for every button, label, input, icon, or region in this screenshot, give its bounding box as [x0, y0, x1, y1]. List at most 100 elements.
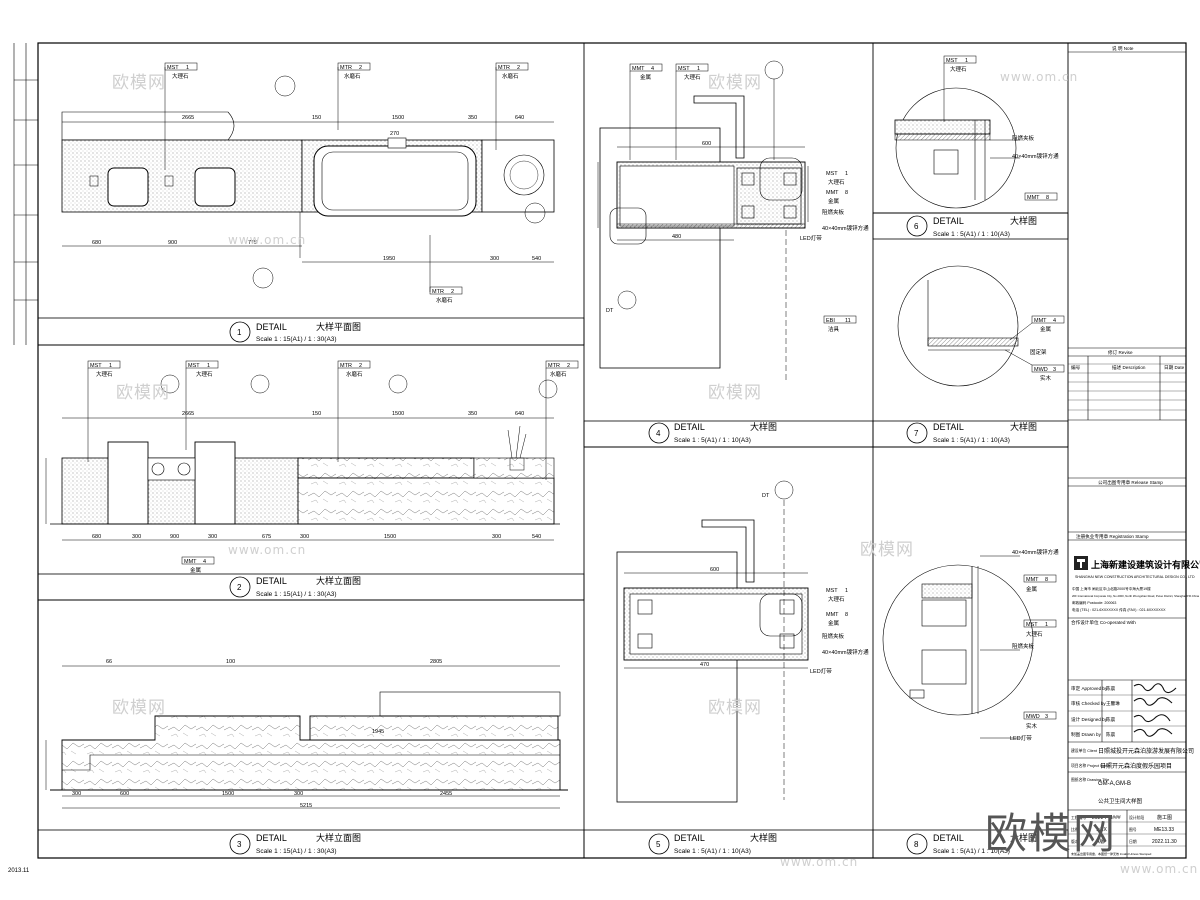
- tb-name: 陈晨: [1106, 731, 1116, 738]
- material-code: MMT: [826, 612, 839, 618]
- watermark-large: 欧模网: [985, 809, 1118, 858]
- tb-stamp-note: 未加盖出图专用章，本图纸一律无效 Invalid Unless Stamped: [1071, 851, 1152, 856]
- material-code: MST: [826, 171, 838, 177]
- material-code: MTR: [340, 363, 352, 369]
- material-code: MMT: [1034, 318, 1047, 324]
- dim: 270: [390, 131, 399, 137]
- material-num: 8: [1045, 577, 1048, 583]
- material-label: 金属: [190, 566, 201, 574]
- tb-sheet-label: 图号: [1129, 827, 1137, 832]
- dim: 150: [312, 115, 321, 121]
- detail-num: 2: [237, 583, 242, 592]
- material-code: MWD: [1026, 714, 1040, 720]
- note: 阻燃夹板: [1012, 642, 1035, 650]
- note: 固定架: [1030, 348, 1047, 356]
- dim: 2805: [430, 659, 442, 665]
- dim: 300: [300, 534, 309, 540]
- tb-client-label: 建设单位 Client: [1071, 748, 1098, 753]
- note: 40×40mm镀锌方通: [1012, 548, 1059, 556]
- dim: 2665: [182, 115, 194, 121]
- tb-registration: 注册执业专用章 Registration Stamp: [1076, 533, 1149, 540]
- detail-scale: Scale 1 : 5(A1) / 1 : 10(A3): [933, 437, 1010, 444]
- dim: 1950: [383, 256, 395, 262]
- tb-cooperated: 合作设计单位 Co-operated With: [1071, 619, 1136, 626]
- tb-project-label: 项目名称 Project Name: [1071, 763, 1110, 768]
- tb-notes: 说 明 Note: [1112, 45, 1134, 52]
- material-num: 4: [1053, 318, 1056, 324]
- tb-job-label: 工程编号: [1071, 815, 1086, 820]
- dim: 480: [672, 234, 681, 240]
- detail-num: 4: [656, 429, 661, 438]
- material-label: 大理石: [1026, 630, 1043, 638]
- material-code: MMT: [1026, 577, 1039, 583]
- detail-title: 大样图: [1010, 421, 1037, 432]
- tb-date-label: 日期: [1129, 839, 1137, 844]
- note: DT: [606, 308, 614, 314]
- dim: 900: [168, 240, 177, 246]
- dim: 2665: [182, 411, 194, 417]
- dim: 300: [492, 534, 501, 540]
- dim: 540: [532, 534, 541, 540]
- tb-company-en: SHANGHAI NEW CONSTRUCTION ARCHITECTURAL …: [1075, 575, 1195, 579]
- company-logo-icon: [1074, 556, 1088, 570]
- note: 阻燃夹板: [822, 632, 845, 640]
- tb-project: 日照开元森泊度假乐园项目: [1100, 762, 1172, 770]
- dim: 680: [92, 534, 101, 540]
- dim: 100: [226, 659, 235, 665]
- signature-marks: [1133, 683, 1177, 737]
- material-num: 4: [651, 66, 654, 72]
- tb-rev-date: 日期 Date: [1164, 365, 1185, 371]
- material-label: 大理石: [172, 72, 189, 80]
- detail-num: 6: [914, 222, 919, 231]
- material-label: 水磨石: [550, 370, 567, 378]
- detail-num: 1: [237, 328, 242, 337]
- material-label: 水磨石: [346, 370, 363, 378]
- tb-drawing-title: 公共卫生间大样图: [1098, 797, 1143, 805]
- dim: 600: [120, 791, 129, 797]
- note: 阻燃夹板: [822, 208, 845, 216]
- material-code: MST: [946, 58, 958, 64]
- detail-label: DETAIL: [674, 422, 705, 432]
- material-label: 金属: [828, 619, 839, 627]
- tb-name: 王馨琳: [1106, 700, 1120, 707]
- material-label: 金属: [640, 73, 651, 81]
- dim: 675: [262, 534, 271, 540]
- material-code: MST: [1026, 622, 1038, 628]
- material-num: 3: [1053, 367, 1056, 373]
- tb-stage: 施工图: [1157, 814, 1172, 821]
- material-num: 1: [845, 171, 848, 177]
- material-num: 11: [845, 318, 851, 324]
- dim: 150: [312, 411, 321, 417]
- material-label: 大理石: [828, 595, 845, 603]
- tb-drawing-no: GM-A,GM-B: [1098, 781, 1131, 787]
- detail-label: DETAIL: [256, 833, 287, 843]
- tb-revision: 修订 Revise: [1108, 349, 1133, 356]
- detail-scale: Scale 1 : 5(A1) / 1 : 10(A3): [674, 848, 751, 855]
- dim: 1945: [372, 729, 384, 735]
- detail-scale: Scale 1 : 15(A1) / 1 : 30(A3): [256, 591, 337, 598]
- detail-title: 大样平面图: [316, 321, 361, 332]
- note: 40×40mm镀锌方通: [822, 648, 869, 656]
- detail-title: 大样图: [750, 832, 777, 843]
- detail-label: DETAIL: [674, 833, 705, 843]
- dim: 300: [72, 791, 81, 797]
- detail-title: 大样图: [750, 421, 777, 432]
- dim: 350: [468, 411, 477, 417]
- material-code: MMT: [1027, 195, 1040, 201]
- material-num: 1: [697, 66, 700, 72]
- dim: 470: [700, 662, 709, 668]
- material-num: 2: [567, 363, 570, 369]
- note: 40×40mm镀锌方通: [822, 224, 869, 232]
- detail-scale: Scale 1 : 15(A1) / 1 : 30(A3): [256, 336, 337, 343]
- dim: 1500: [384, 534, 396, 540]
- material-code: MST: [678, 66, 690, 72]
- material-label: 实木: [1040, 374, 1052, 382]
- tb-job: 2021-PM###: [1092, 815, 1121, 821]
- material-label: 实木: [1026, 722, 1038, 730]
- corner-note: 2013.11: [8, 868, 30, 874]
- dim: 66: [106, 659, 112, 665]
- material-num: 1: [965, 58, 968, 64]
- detail-label: DETAIL: [933, 422, 964, 432]
- tb-date: 2022.11.30: [1152, 839, 1177, 845]
